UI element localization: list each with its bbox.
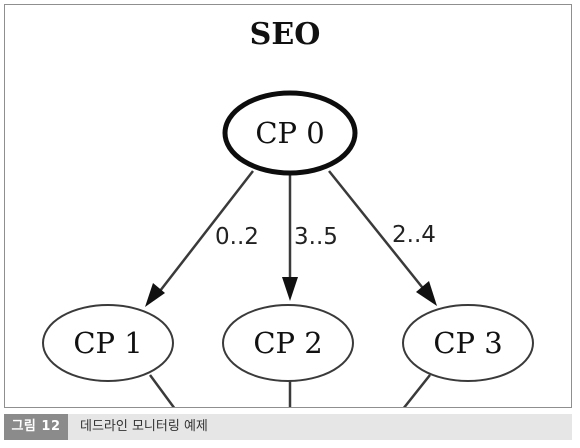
edge-label-cp0-cp2: 3..5 <box>294 224 338 250</box>
figure-frame: SEO 0..2 3..5 2..4 CP 0 CP 1 CP 2 CP 3 <box>4 4 572 408</box>
node-cp3 <box>402 304 534 382</box>
edge-cp0-cp3-arrowhead <box>416 281 437 306</box>
state-diagram: SEO 0..2 3..5 2..4 CP 0 CP 1 CP 2 CP 3 <box>42 17 534 407</box>
edge-label-cp0-cp3: 2..4 <box>392 222 436 248</box>
node-cp2 <box>222 304 354 382</box>
node-cp0 <box>222 90 358 176</box>
figure-caption: 그림 12 데드라인 모니터링 예제 <box>4 414 572 440</box>
edge-label-cp0-cp1: 0..2 <box>215 224 259 250</box>
edge-cp0-cp1 <box>152 170 254 301</box>
edge-cp0-cp1-arrowhead <box>145 283 165 307</box>
edge-cp1-down <box>148 374 176 407</box>
caption-text: 데드라인 모니터링 예제 <box>80 419 208 434</box>
caption-label: 그림 12 <box>4 414 68 440</box>
diagram-title: SEO <box>250 17 321 52</box>
node-cp1-label: CP 1 <box>73 326 142 360</box>
edge-cp0-cp2-arrowhead <box>282 277 298 301</box>
edge-cp0-cp3 <box>328 170 431 298</box>
node-cp2-label: CP 2 <box>253 326 322 360</box>
edge-cp3-down <box>402 374 431 407</box>
node-cp1 <box>42 304 174 382</box>
node-cp0-label: CP 0 <box>255 116 324 150</box>
node-cp3-label: CP 3 <box>433 326 502 360</box>
